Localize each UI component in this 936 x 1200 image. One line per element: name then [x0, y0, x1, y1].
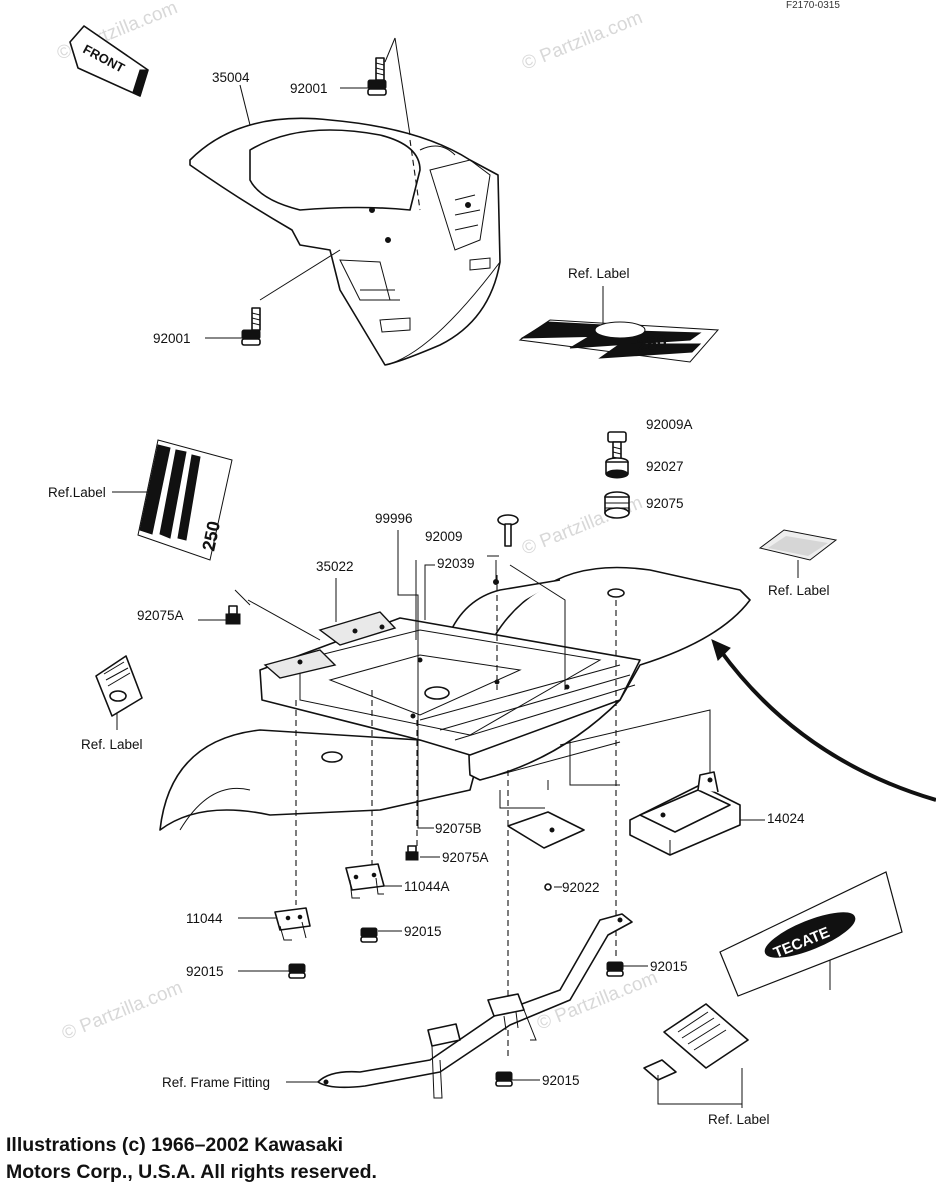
label-92001: 92001: [290, 81, 328, 96]
label-99996: 99996: [375, 511, 413, 526]
leaders-top-cover: [205, 37, 604, 339]
plate-92022: [507, 811, 585, 891]
stripe-decal-250-top: 250: [518, 319, 720, 363]
label-ref-frame-fitting: Ref. Frame Fitting: [162, 1075, 270, 1090]
collar-92027: [605, 457, 629, 479]
leaders-center: [112, 491, 711, 829]
nut-92075A-top: [198, 605, 241, 625]
figure-code: F2170-0315: [786, 0, 840, 11]
label-92009: 92009: [425, 529, 463, 544]
label-92015: 92015: [650, 959, 688, 974]
part-labels: 35004 92001 92001 Ref. Label Ref.Label 9…: [48, 70, 830, 1127]
label-92015: 92015: [404, 924, 442, 939]
bolt-92001-bottom: [241, 307, 261, 346]
label-92075B: 92075B: [435, 821, 482, 836]
copyright-line: Motors Corp., U.S.A. All rights reserved…: [6, 1161, 377, 1183]
frame-fitting: [286, 913, 633, 1099]
nut-92015-left: [238, 963, 306, 979]
label-92027: 92027: [646, 459, 684, 474]
bracket-11044: [238, 907, 311, 941]
label-92009A: 92009A: [646, 417, 693, 432]
label-92075A: 92075A: [442, 850, 489, 865]
nut-92015-center: [360, 927, 402, 943]
label-92015: 92015: [542, 1073, 580, 1088]
label-ref-label: Ref.Label: [48, 485, 106, 500]
label-ref-label: Ref. Label: [708, 1112, 770, 1127]
stripe-decal-250-left: 250: [137, 439, 233, 561]
rear-fender-35022: [159, 566, 751, 831]
nut-92015-right: [606, 961, 648, 977]
grommet-92075: [604, 491, 630, 519]
label-11044A: 11044A: [404, 879, 450, 894]
sticker-ref-label-right: [758, 529, 838, 578]
label-ref-label: Ref. Label: [768, 583, 830, 598]
copyright-notice: Illustrations (c) 1966–2002 Kawasaki Mot…: [6, 1132, 377, 1186]
label-11044: 11044: [186, 911, 223, 926]
label-35004: 35004: [212, 70, 250, 85]
label-92039: 92039: [437, 556, 475, 571]
label-35022: 35022: [316, 559, 354, 574]
nut-92015-bottom: [495, 1071, 540, 1087]
sticker-ref-label-left: [95, 655, 143, 717]
pin-92039: [493, 560, 499, 585]
bolt-92001-top: [367, 57, 387, 96]
copyright-line: Illustrations (c) 1966–2002 Kawasaki: [6, 1134, 344, 1156]
sticker-ref-label-bottom: [643, 1003, 749, 1108]
label-92001: 92001: [153, 331, 191, 346]
label-92075: 92075: [646, 496, 684, 511]
bracket-11044A: [345, 863, 402, 899]
watermark: © Partzilla.com: [59, 977, 186, 1044]
rear-cover-35004: [189, 117, 501, 366]
label-ref-label: Ref. Label: [568, 266, 630, 281]
dashed-guide-lines: [295, 575, 617, 1060]
box-14024: [629, 771, 765, 856]
label-14024: 14024: [767, 811, 805, 826]
curved-arrow-icon: [711, 639, 936, 802]
watermark: © Partzilla.com: [519, 7, 646, 74]
brand-decal-tecate: TECATE: [719, 871, 903, 997]
screw-92009: [497, 514, 519, 547]
nut-92075A-bottom: [405, 845, 440, 861]
label-ref-label: Ref. Label: [81, 737, 143, 752]
label-92022: 92022: [562, 880, 600, 895]
label-92015: 92015: [186, 964, 224, 979]
label-92075A: 92075A: [137, 608, 184, 623]
